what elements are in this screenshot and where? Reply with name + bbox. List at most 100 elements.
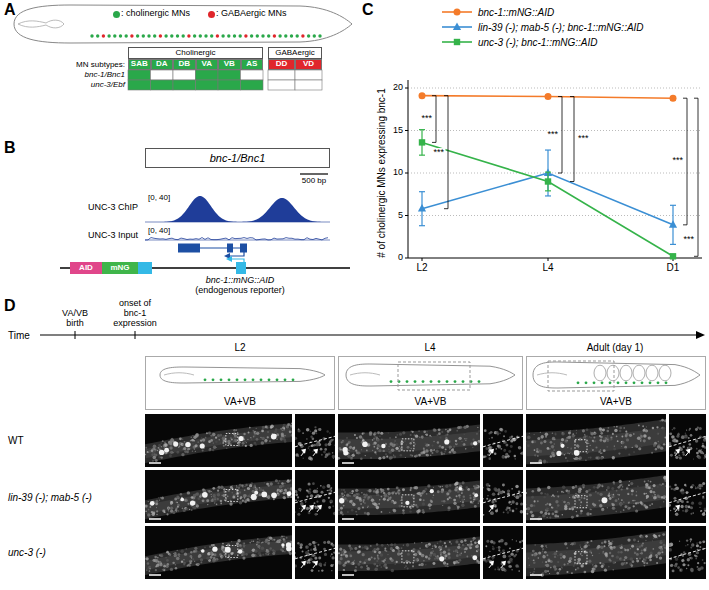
micrograph bbox=[164, 511, 166, 513]
micrograph-inset bbox=[502, 456, 505, 459]
micrograph-inset bbox=[295, 490, 297, 493]
micrograph bbox=[578, 499, 580, 501]
micrograph bbox=[526, 441, 527, 442]
micrograph bbox=[230, 443, 232, 445]
micrograph bbox=[611, 487, 614, 490]
micrograph bbox=[595, 446, 597, 448]
micrograph bbox=[223, 494, 226, 497]
micrograph bbox=[283, 492, 286, 495]
data-series bbox=[545, 190, 551, 191]
micrograph-inset bbox=[491, 437, 493, 439]
micrograph bbox=[217, 493, 220, 496]
micrograph bbox=[456, 495, 458, 497]
micrograph bbox=[287, 423, 290, 426]
micrograph-inset bbox=[499, 428, 502, 431]
micrograph-inset bbox=[306, 495, 308, 497]
micrograph bbox=[437, 490, 440, 493]
micrograph bbox=[551, 496, 552, 497]
micrograph bbox=[255, 486, 257, 488]
micrograph bbox=[290, 426, 292, 428]
micrograph bbox=[389, 437, 391, 439]
micrograph-inset bbox=[328, 506, 331, 509]
micrograph bbox=[433, 487, 434, 488]
micrograph bbox=[657, 432, 660, 435]
micrograph-inset bbox=[484, 429, 487, 432]
micrograph bbox=[220, 442, 221, 443]
micrograph bbox=[267, 431, 268, 432]
micrograph bbox=[233, 440, 235, 442]
micrograph bbox=[213, 438, 215, 440]
micrograph bbox=[291, 434, 292, 437]
micrograph-inset bbox=[322, 499, 326, 503]
micrograph-inset bbox=[306, 438, 308, 440]
micrograph-inset bbox=[673, 427, 675, 429]
micrograph bbox=[273, 434, 277, 438]
micrograph bbox=[291, 422, 292, 424]
micrograph bbox=[145, 414, 292, 467]
micrograph-inset bbox=[313, 449, 318, 454]
micrograph bbox=[563, 451, 564, 452]
micrograph bbox=[184, 499, 186, 501]
micrograph bbox=[184, 441, 186, 443]
micrograph-inset bbox=[507, 489, 510, 492]
micrograph bbox=[373, 437, 375, 439]
micrograph bbox=[643, 434, 646, 437]
micrograph-inset bbox=[330, 502, 332, 504]
micrograph bbox=[622, 486, 623, 487]
micrograph bbox=[634, 500, 635, 501]
micrograph bbox=[372, 443, 374, 445]
micrograph bbox=[628, 453, 630, 455]
micrograph bbox=[418, 509, 421, 512]
micrograph bbox=[396, 447, 399, 450]
micrograph bbox=[415, 454, 418, 457]
micrograph-inset bbox=[300, 442, 302, 444]
micrograph bbox=[249, 427, 251, 429]
micrograph bbox=[284, 428, 286, 430]
micrograph bbox=[526, 470, 666, 523]
micrograph bbox=[442, 486, 443, 487]
micrograph-inset bbox=[500, 428, 503, 431]
micrograph bbox=[537, 455, 538, 456]
micrograph bbox=[260, 437, 261, 438]
micrograph bbox=[212, 433, 216, 437]
micrograph bbox=[357, 507, 360, 510]
micrograph bbox=[202, 438, 205, 441]
micrograph bbox=[453, 446, 455, 448]
micrograph bbox=[445, 429, 447, 431]
chart-grid bbox=[408, 215, 702, 216]
micrograph bbox=[339, 498, 344, 503]
micrograph bbox=[410, 454, 412, 456]
micrograph bbox=[356, 514, 357, 515]
micrograph bbox=[445, 484, 448, 487]
micrograph-inset bbox=[295, 436, 335, 447]
micrograph-inset bbox=[297, 513, 300, 516]
micrograph-inset bbox=[497, 445, 500, 448]
micrograph bbox=[400, 454, 402, 456]
micrograph bbox=[451, 498, 452, 499]
micrograph bbox=[343, 489, 345, 491]
micrograph bbox=[627, 507, 630, 510]
micrograph bbox=[235, 436, 237, 438]
micrograph bbox=[576, 444, 579, 447]
micrograph bbox=[177, 504, 180, 507]
micrograph bbox=[648, 480, 649, 481]
micrograph-inset bbox=[309, 505, 314, 510]
micrograph bbox=[594, 437, 595, 438]
micrograph bbox=[600, 452, 602, 454]
micrograph bbox=[195, 433, 198, 436]
micrograph bbox=[150, 501, 155, 506]
worm-outline bbox=[617, 381, 620, 384]
micrograph bbox=[613, 483, 615, 485]
micrograph bbox=[652, 427, 655, 430]
motor-neuron-dots bbox=[301, 34, 304, 37]
micrograph bbox=[267, 495, 270, 498]
data-series bbox=[419, 130, 676, 260]
data-series bbox=[419, 92, 426, 99]
expression-table bbox=[268, 80, 295, 90]
micrograph bbox=[240, 496, 243, 499]
micrograph bbox=[256, 432, 259, 435]
data-series bbox=[670, 244, 676, 245]
micrograph bbox=[447, 506, 450, 509]
micrograph bbox=[443, 453, 445, 455]
micrograph bbox=[348, 449, 349, 450]
